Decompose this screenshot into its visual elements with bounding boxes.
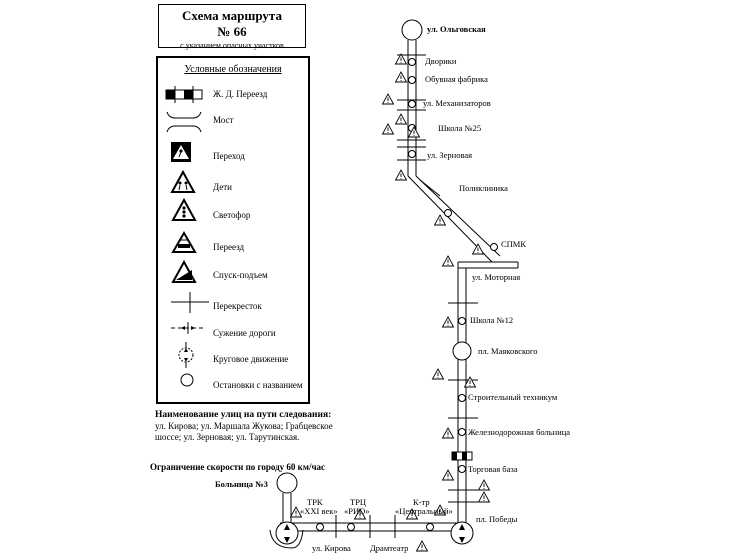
stop-left-roundabout bbox=[275, 521, 299, 545]
title-subtitle: с указанием опасных участков bbox=[180, 41, 284, 50]
stop-mayakovskogo bbox=[452, 341, 472, 361]
route-bridge bbox=[269, 529, 304, 549]
legend-title: Условные обозначения bbox=[184, 64, 282, 75]
stop-label-poliklinika: Поликлиника bbox=[459, 183, 508, 193]
speed-limit: Ограничение скорости по городу 60 км/час bbox=[150, 462, 326, 472]
stop-label-zhd-hospital: Железнодорожная больница bbox=[468, 427, 571, 437]
bridge-icon bbox=[166, 111, 202, 133]
legend-label-children: Дети bbox=[213, 182, 232, 192]
intersection-icon bbox=[171, 292, 209, 313]
title-box: Схема маршрута № 66 с указанием опасных … bbox=[158, 4, 306, 50]
legend-label-rail: Ж. Д. Переезд bbox=[213, 89, 268, 99]
stop-label-dramteatr: Драмтеатр bbox=[370, 543, 409, 553]
stop-pl-pobedy-roundabout bbox=[450, 521, 474, 545]
intersection-marks bbox=[335, 54, 478, 538]
stop-label-zernovaya: ул. Зерновая bbox=[427, 150, 473, 160]
stop-label-ktr-l2: «Центральный» bbox=[395, 506, 453, 516]
legend-label-bridge: Мост bbox=[213, 115, 234, 125]
legend-box: Условные обозначения Ж. Д. Переезд Мост … bbox=[156, 56, 310, 404]
stop-label-hospital-3: Больница №3 bbox=[215, 479, 268, 489]
streets-list: ул. Кирова; ул. Маршала Жукова; Грабцевс… bbox=[155, 421, 333, 442]
slope-sign-icon bbox=[171, 259, 197, 283]
legend-label-crossing: Переезд bbox=[213, 242, 245, 252]
stop-label-dvoriki: Дворики bbox=[425, 56, 457, 66]
stop-label-pl-pobedy: пл. Победы bbox=[476, 514, 518, 524]
legend-label-roundabout: Круговое движение bbox=[213, 354, 289, 364]
stop-label-mayakovskogo: пл. Маяковского bbox=[478, 346, 538, 356]
stop-label-motornaya: ул. Моторная bbox=[472, 272, 521, 282]
roundabout-icon bbox=[178, 342, 194, 368]
children-sign-icon bbox=[170, 169, 196, 193]
stop-circle-icon bbox=[180, 373, 194, 387]
stop-label-ktr-l1: К-тр bbox=[413, 497, 430, 507]
stop-label-tekhnikum: Строительный техникум bbox=[468, 392, 558, 402]
legend-label-slope: Спуск-подъем bbox=[213, 270, 268, 280]
route-line bbox=[280, 40, 519, 535]
stop-label-trk-l1: ТРК bbox=[307, 497, 323, 507]
legend-label-crosswalk: Переход bbox=[213, 151, 245, 161]
rail-crossing-icon bbox=[165, 86, 203, 103]
stop-label-kirova: ул. Кирова bbox=[312, 543, 351, 553]
traffic-light-sign-icon bbox=[171, 197, 197, 221]
crossing-sign-icon bbox=[171, 231, 197, 253]
stop-label-torgovaya-baza: Торговая база bbox=[468, 464, 518, 474]
stop-label-trk-l2: «XXI век» bbox=[300, 506, 338, 516]
legend-label-stop: Остановки с названием bbox=[213, 380, 303, 390]
pedestrian-crossing-sign-icon bbox=[171, 142, 191, 162]
streets-heading: Наименование улиц на пути следования: bbox=[155, 410, 332, 420]
title-line-1: Схема маршрута bbox=[182, 8, 282, 23]
stop-label-school-25: Школа №25 bbox=[438, 123, 482, 133]
stop-label-trc-l1: ТРЦ bbox=[350, 497, 367, 507]
road-narrowing-icon bbox=[171, 322, 206, 334]
legend-label-narrowing: Сужение дороги bbox=[213, 328, 276, 338]
stop-label-olgovskaya: ул. Ольговская bbox=[427, 24, 486, 34]
stop-olgovskaya bbox=[401, 19, 423, 41]
stop-label-school-12: Школа №12 bbox=[470, 315, 514, 325]
legend-label-traffic-light: Светофор bbox=[213, 210, 251, 220]
stop-label-obuvnaya: Обувная фабрика bbox=[425, 74, 488, 84]
route-rail-crossing bbox=[451, 451, 473, 461]
legend-label-intersection: Перекресток bbox=[213, 301, 262, 311]
stop-label-spmk: СПМК bbox=[501, 239, 527, 249]
stop-label-trc-l2: «РИО» bbox=[344, 506, 370, 516]
stop-hospital-3 bbox=[276, 472, 298, 494]
title-line-2: № 66 bbox=[217, 24, 247, 39]
stop-label-mekhanizatorov: ул. Механизаторов bbox=[423, 98, 491, 108]
